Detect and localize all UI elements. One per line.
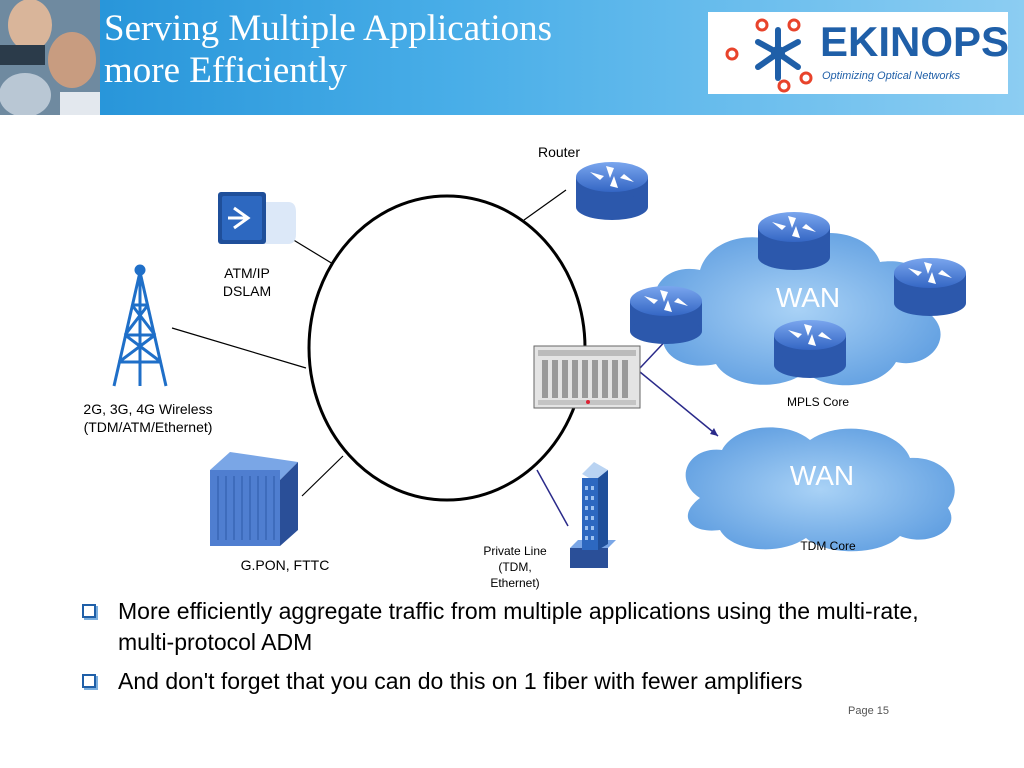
wan-cloud-mpls: WAN <box>654 233 941 386</box>
people-photo <box>0 0 100 115</box>
link-wireless <box>171 327 307 369</box>
link-gpon <box>301 455 344 497</box>
link-dslam <box>286 235 334 265</box>
link-private-line <box>536 469 569 527</box>
adm-chassis-icon <box>533 345 641 409</box>
bullet-item: And don't forget that you can do this on… <box>82 666 952 697</box>
private-line-label: Private Line (TDM, Ethernet) <box>470 543 560 591</box>
office-building-icon <box>570 462 616 568</box>
mpls-router-icon-right <box>894 258 966 316</box>
link-router <box>523 189 567 221</box>
logo-tagline: Optimizing Optical Networks <box>822 70 961 82</box>
bullet-item: More efficiently aggregate traffic from … <box>82 596 952 658</box>
mpls-router-icon-left <box>630 286 702 344</box>
logo-name: EKINOPS <box>820 18 1010 65</box>
private-line-label-line3: Ethernet) <box>490 576 540 590</box>
slide-header: Serving Multiple Applications more Effic… <box>0 0 1024 115</box>
network-diagram: WAN WAN <box>112 162 966 568</box>
tdm-core-label: TDM Core <box>800 539 856 553</box>
router-icon <box>576 162 648 220</box>
gpon-cabinet-icon <box>210 452 298 546</box>
bullet-list: More efficiently aggregate traffic from … <box>82 596 952 705</box>
slide-title: Serving Multiple Applications more Effic… <box>104 8 704 92</box>
mpls-router-icon-top <box>758 212 830 270</box>
dslam-icon <box>218 192 296 244</box>
page-number: Page 15 <box>848 705 889 717</box>
private-line-label-line1: Private Line <box>483 544 547 558</box>
slide-title-line1: Serving Multiple Applications <box>104 8 553 49</box>
dslam-label-line1: ATM/IP <box>224 265 270 281</box>
wireless-tower-icon <box>112 264 168 387</box>
router-label: Router <box>537 144 581 160</box>
private-line-label-line2: (TDM, <box>498 560 532 574</box>
wan-cloud-tdm: WAN <box>685 427 955 552</box>
gpon-label: G.PON, FTTC <box>240 557 330 573</box>
checkbox-bullet-icon <box>82 604 96 618</box>
wireless-label: 2G, 3G, 4G Wireless (TDM/ATM/Ethernet) <box>58 400 238 436</box>
logo-star-icon <box>725 18 813 93</box>
ekinops-logo: EKINOPS Optimizing Optical Networks <box>708 12 1010 94</box>
wireless-label-line1: 2G, 3G, 4G Wireless <box>83 401 213 417</box>
dslam-label: ATM/IP DSLAM <box>207 264 287 300</box>
slide-title-line2: more Efficiently <box>104 50 347 91</box>
bullet-text: And don't forget that you can do this on… <box>118 668 803 694</box>
link-tdm <box>639 371 719 437</box>
mpls-core-label: MPLS Core <box>786 395 850 409</box>
checkbox-bullet-icon <box>82 674 96 688</box>
mpls-router-icon-bottom <box>774 320 846 378</box>
wireless-label-line2: (TDM/ATM/Ethernet) <box>83 419 213 435</box>
wan-label-mpls: WAN <box>776 282 840 313</box>
bullet-text: More efficiently aggregate traffic from … <box>118 598 919 655</box>
dslam-label-line2: DSLAM <box>222 283 272 299</box>
wan-label-tdm: WAN <box>790 460 854 491</box>
